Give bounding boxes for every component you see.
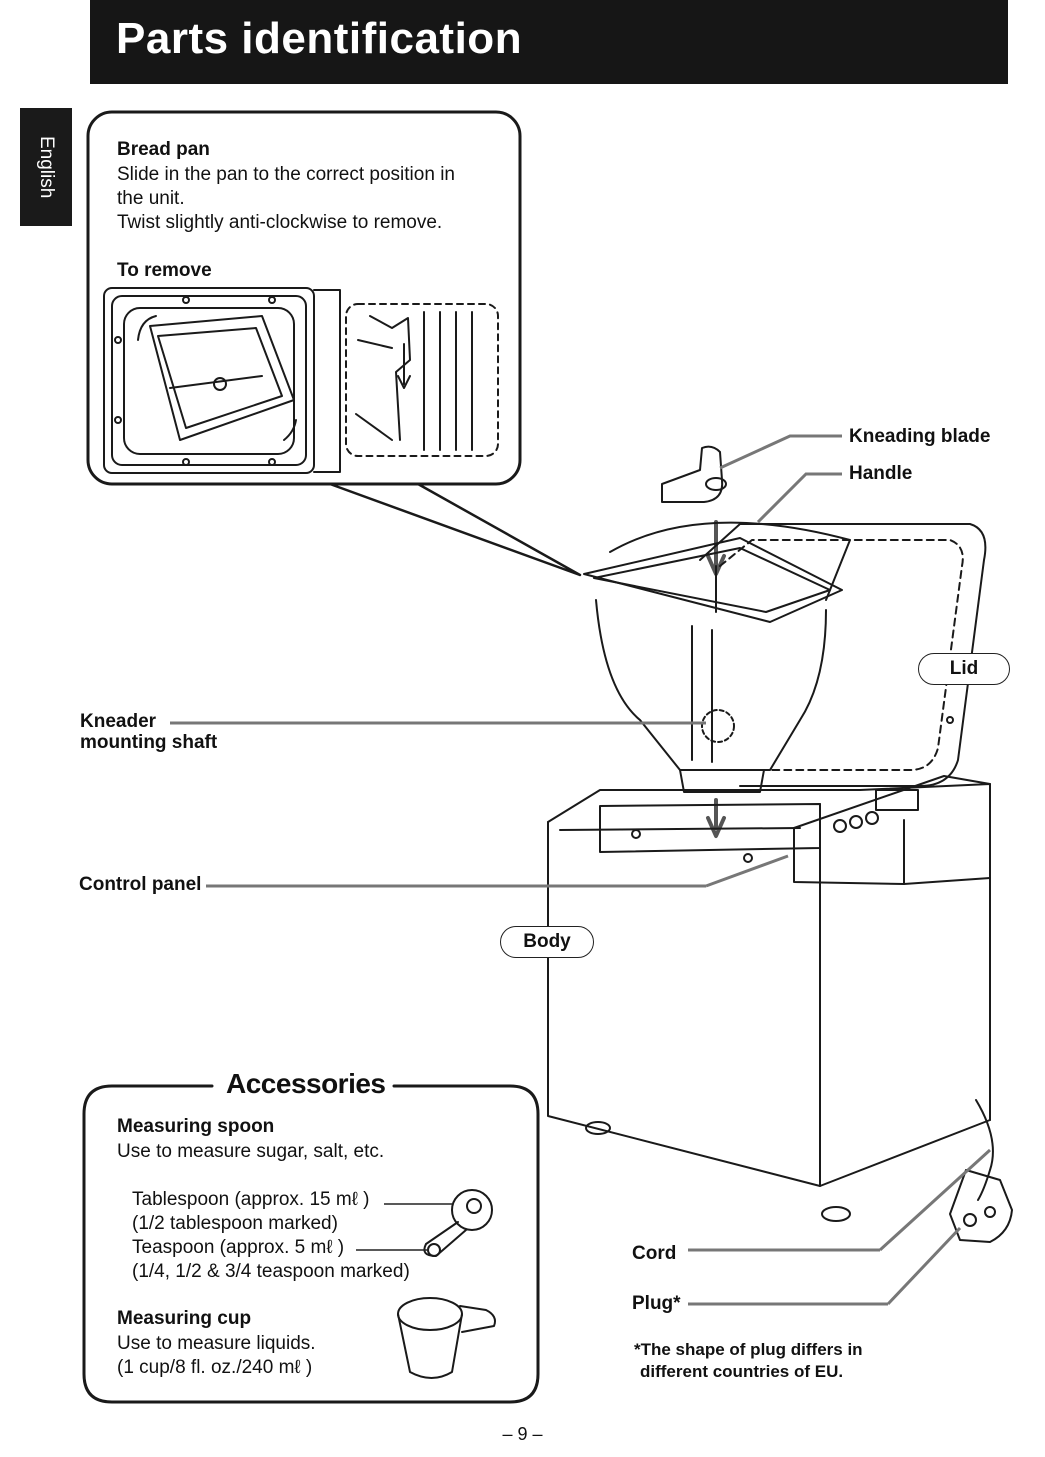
bread-pan-box-frame [86,110,522,486]
bread-pan-desc-line3: Twist slightly anti-clockwise to remove. [117,212,443,233]
footnote-line1: *The shape of plug differs in [634,1340,863,1359]
kneader-label-line1: Kneader [80,711,157,732]
body-label: Body [500,926,594,958]
kneading-blade-label: Kneading blade [849,426,991,447]
to-remove-diagram [103,287,499,474]
body-drawing [547,775,991,1222]
teaspoon-marked-text: (1/4, 1/2 & 3/4 teaspoon marked) [132,1261,410,1282]
title-bar [90,0,1008,84]
kneading-blade-drawing [661,445,727,503]
measuring-cup-heading: Measuring cup [117,1308,252,1329]
measuring-cup-volume: (1 cup/8 fl. oz./240 mℓ ) [117,1357,313,1378]
handle-label: Handle [849,463,913,484]
measuring-spoon-desc: Use to measure sugar, salt, etc. [117,1141,385,1162]
to-remove-label: To remove [117,260,212,281]
spoon-leader-lines [356,1203,452,1251]
measuring-cup-desc: Use to measure liquids. [117,1333,316,1354]
measuring-cup-drawing [397,1297,496,1379]
lid-drawing [699,523,987,787]
accessories-title: Accessories [226,1068,386,1099]
language-tab [20,108,72,226]
bread-pan-desc-line2: the unit. [117,188,185,209]
measuring-spoon-heading: Measuring spoon [117,1116,275,1137]
control-panel-label: Control panel [79,874,202,895]
footnote-line2: different countries of EU. [640,1362,844,1381]
kneader-label-line2: mounting shaft [80,732,218,753]
callout-pointer [328,482,582,577]
page-title: Parts identification [116,14,523,63]
lid-label: Lid [918,653,1010,685]
tablespoon-marked-text: (1/2 tablespoon marked) [132,1213,338,1234]
bread-pan-desc-line1: Slide in the pan to the correct position… [117,164,455,185]
language-tab-label: English [36,135,57,199]
cord-label: Cord [632,1243,677,1264]
cord-plug-drawing [949,1099,1013,1243]
bread-pan-heading: Bread pan [117,139,210,160]
teaspoon-text: Teaspoon (approx. 5 mℓ ) [132,1237,345,1258]
measuring-spoon-drawing [423,1189,493,1257]
plug-label: Plug* [632,1293,681,1314]
page-number: – 9 – [502,1424,543,1444]
leader-lines [170,434,992,1306]
tablespoon-text: Tablespoon (approx. 15 mℓ ) [132,1189,370,1210]
bread-pan-drawing [583,521,851,793]
accessories-box-frame [82,1084,540,1404]
